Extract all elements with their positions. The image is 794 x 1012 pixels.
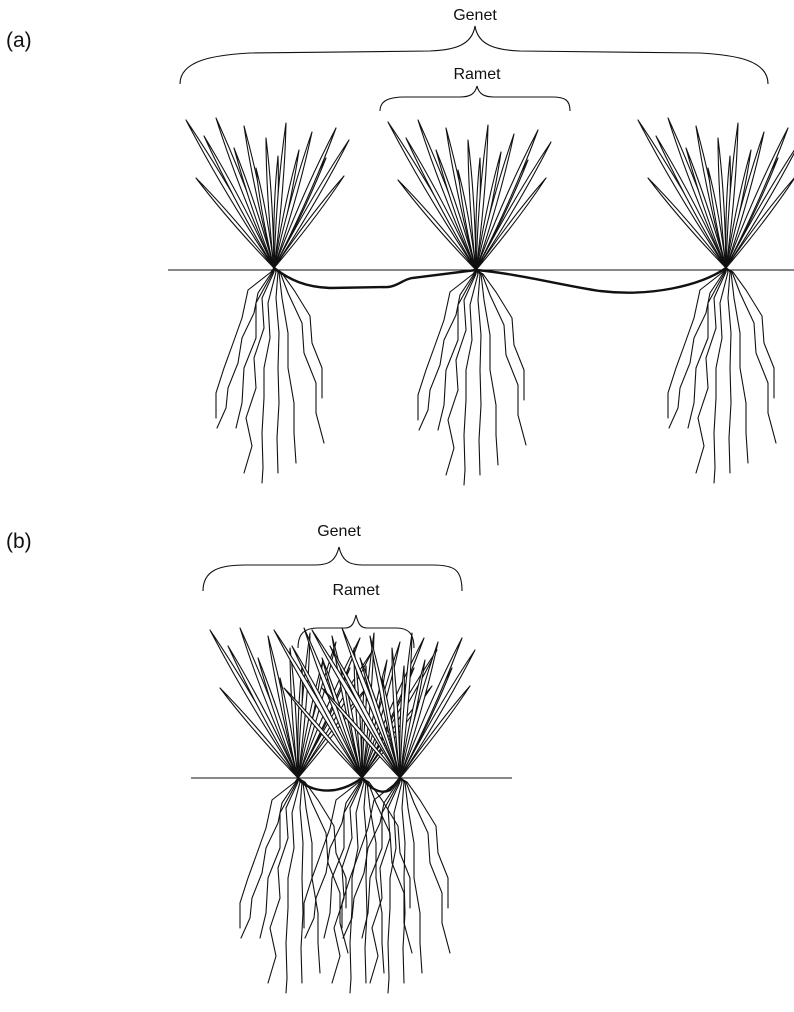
panel-b: (b) Genet Ramet	[6, 523, 512, 993]
panel-a-ramet-2-root	[419, 270, 476, 430]
panel-b-ramet-2-root	[350, 778, 364, 993]
panel-b-ramet-2-root	[305, 778, 362, 938]
panel-a-ramet-3-root	[726, 268, 731, 473]
panel-b-ramet-2	[274, 628, 437, 993]
panel-a: (a) Genet Ramet	[6, 7, 794, 485]
panel-b-ramet-label: Ramet	[332, 582, 380, 599]
panel-b-ramet-1-root	[298, 778, 303, 983]
panel-b-ramet-brace	[298, 615, 414, 648]
panel-b-ramet-3-root	[400, 778, 405, 983]
panel-a-genet-label: Genet	[453, 7, 497, 24]
panel-b-ramet-2-root	[362, 778, 367, 983]
panel-b-genet-label: Genet	[317, 523, 361, 540]
panel-a-ramet-2-root	[464, 270, 478, 485]
panel-a-ramet-2-root	[476, 270, 481, 475]
panel-b-ramet-1-root	[286, 778, 300, 993]
panel-a-ramet-3-root	[714, 268, 728, 483]
panel-a-ramet-3-root	[669, 268, 726, 428]
panel-a-ramet-label: Ramet	[453, 66, 501, 83]
panel-b-ramet-1-root	[241, 778, 298, 938]
panel-a-ramet-1-root	[274, 268, 279, 473]
panel-b-label: (b)	[6, 530, 32, 553]
panel-a-ramet-brace	[380, 86, 570, 111]
panel-a-ramet-1-root	[262, 268, 276, 483]
panel-a-stolon	[274, 268, 726, 293]
panel-a-ramet-2	[388, 120, 551, 485]
panel-a-ramet-1	[186, 118, 349, 483]
panel-a-label: (a)	[6, 29, 32, 52]
panel-b-ramet-3-root	[388, 778, 402, 993]
panel-a-ramet-1-root	[217, 268, 274, 428]
panel-a-ramet-3	[638, 118, 794, 483]
